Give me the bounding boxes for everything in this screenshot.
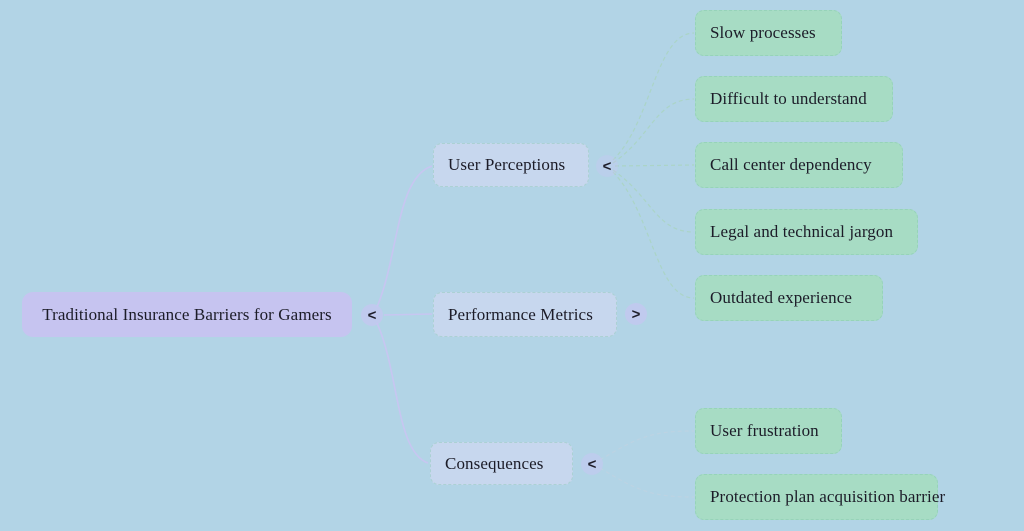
branch-node-consequences[interactable]: Consequences: [430, 442, 573, 485]
connector-up-to-call-center-dependency: [614, 164, 695, 167]
connector-root-to-performance-metrics: [383, 313, 433, 316]
connector-cons-to-user-frustration: [599, 430, 695, 461]
consequences-collapse-toggle[interactable]: <: [581, 453, 603, 475]
leaf-label: Slow processes: [710, 23, 816, 42]
connector-root-to-consequences: [376, 322, 429, 464]
chevron-left-icon: <: [587, 455, 597, 473]
leaf-node-call-center-dependency[interactable]: Call center dependency: [695, 142, 903, 188]
connector-up-to-difficult-to-understand: [612, 98, 695, 164]
branch-node-performance-metrics[interactable]: Performance Metrics: [433, 292, 617, 337]
leaf-node-difficult-to-understand[interactable]: Difficult to understand: [695, 76, 893, 122]
user-perceptions-collapse-toggle[interactable]: <: [596, 155, 618, 177]
connector-up-to-legal-jargon: [612, 169, 695, 233]
leaf-label: Difficult to understand: [710, 89, 867, 108]
chevron-left-icon: <: [367, 306, 377, 324]
leaf-node-legal-and-technical-jargon[interactable]: Legal and technical jargon: [695, 209, 918, 255]
root-node[interactable]: Traditional Insurance Barriers for Gamer…: [22, 292, 352, 337]
branch-label: Performance Metrics: [448, 304, 593, 324]
leaf-label: Protection plan acquisition barrier: [710, 487, 946, 506]
leaf-node-user-frustration[interactable]: User frustration: [695, 408, 842, 454]
connector-up-to-slow-processes: [612, 32, 695, 161]
branch-label: Consequences: [445, 453, 544, 473]
branch-label: User Perceptions: [448, 155, 566, 174]
leaf-label: User frustration: [710, 421, 819, 440]
leaf-node-slow-processes[interactable]: Slow processes: [695, 10, 842, 56]
connector-root-to-user-perceptions: [376, 165, 433, 308]
leaf-node-protection-plan-acquisition-barrier[interactable]: Protection plan acquisition barrier: [695, 474, 945, 520]
performance-metrics-expand-toggle[interactable]: >: [625, 303, 647, 325]
root-node-label: Traditional Insurance Barriers for Gamer…: [42, 304, 332, 324]
leaf-label: Legal and technical jargon: [710, 222, 894, 241]
chevron-right-icon: >: [631, 305, 641, 323]
connector-cons-to-protection-barrier: [599, 467, 695, 498]
root-collapse-toggle[interactable]: <: [361, 304, 383, 326]
branch-node-user-perceptions[interactable]: User Perceptions: [433, 143, 589, 187]
leaf-label: Call center dependency: [710, 155, 872, 174]
leaf-node-outdated-experience[interactable]: Outdated experience: [695, 275, 883, 321]
chevron-left-icon: <: [602, 157, 612, 175]
leaf-label: Outdated experience: [710, 288, 853, 307]
connector-up-to-outdated-experience: [612, 171, 695, 299]
